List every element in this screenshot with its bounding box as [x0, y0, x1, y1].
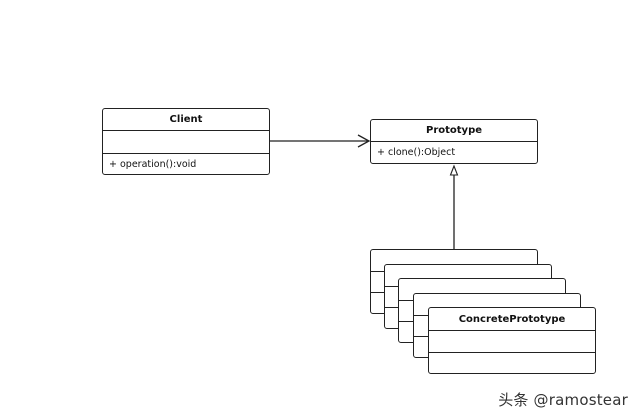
inheritance-triangle	[449, 164, 459, 176]
concrete-prototype-operations	[429, 353, 595, 373]
prototype-class-name: Prototype	[371, 120, 537, 142]
concrete-prototype-class-name: ConcretePrototype	[429, 308, 595, 331]
client-operation: + operation():void	[109, 158, 197, 170]
client-attributes	[103, 131, 269, 154]
concrete-prototype-attributes	[429, 331, 595, 353]
concrete-prototype-class[interactable]: ConcretePrototype	[428, 307, 596, 374]
client-class-name: Client	[103, 109, 269, 131]
prototype-class[interactable]: Prototype + clone():Object	[370, 119, 538, 164]
watermark-text: 头条 @ramostear	[498, 391, 628, 409]
association-arrowhead	[357, 134, 371, 148]
prototype-operation: + clone():Object	[377, 147, 456, 158]
client-class[interactable]: Client + operation():void	[102, 108, 270, 175]
